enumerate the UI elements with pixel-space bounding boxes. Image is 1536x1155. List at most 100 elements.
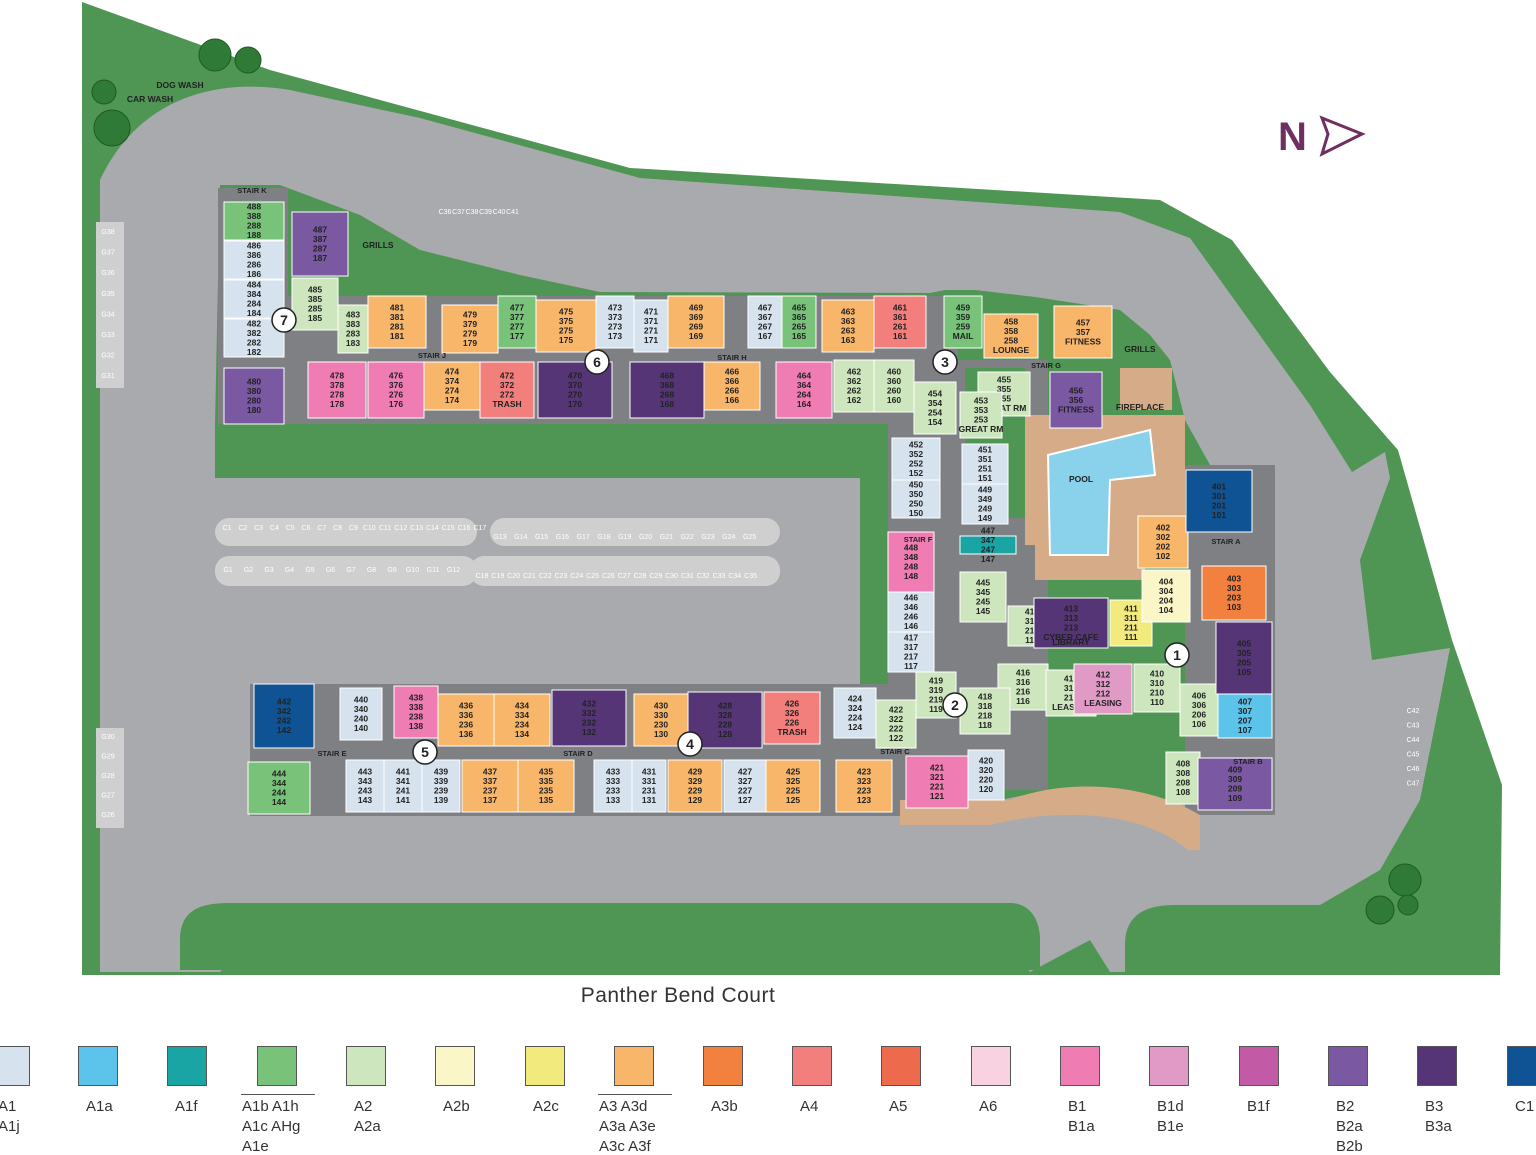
- unit-number: 309: [1228, 774, 1242, 784]
- unit-number: 241: [396, 786, 410, 796]
- unit-number: 177: [510, 331, 524, 341]
- unit-number: 251: [978, 464, 992, 474]
- unit-number: 118: [978, 720, 992, 730]
- unit-number: 454: [928, 389, 942, 399]
- unit-number: 464: [797, 371, 811, 381]
- unit-number: 169: [689, 331, 703, 341]
- unit-number: 463: [841, 307, 855, 317]
- unit-fill: [835, 759, 893, 813]
- unit-number: 167: [758, 331, 772, 341]
- unit-fill: [383, 759, 423, 813]
- unit-number: 476: [389, 371, 403, 381]
- unit-number: 110: [1150, 697, 1164, 707]
- unit-number: 480: [247, 377, 261, 387]
- unit-number: 263: [841, 326, 855, 336]
- parking-space-label: C25: [586, 573, 599, 580]
- unit-fill: [421, 759, 461, 813]
- unit-number: 339: [434, 776, 448, 786]
- parking-space-label: C33: [713, 573, 726, 580]
- unit-number: 346: [904, 602, 918, 612]
- unit-number: 149: [978, 513, 992, 523]
- grass-island-south: [180, 903, 1040, 970]
- unit-fill: [983, 313, 1039, 359]
- median-gb: [490, 518, 780, 546]
- unit-fill: [493, 693, 551, 747]
- building-marker-4: 4: [677, 731, 703, 757]
- parking-space-label: C17: [473, 525, 486, 532]
- unit-fill: [1033, 597, 1109, 649]
- unit-number: 121: [930, 791, 944, 801]
- north-arrow-icon: [1319, 115, 1366, 157]
- stair-c-label: STAIR C: [880, 747, 910, 756]
- unit-fill: [667, 759, 723, 813]
- unit-number: 285: [308, 304, 322, 314]
- marker-circle: [412, 739, 438, 765]
- parking-space-label: G38: [101, 229, 114, 236]
- unit-number: 120: [979, 784, 993, 794]
- amenity-label: GREAT RM: [982, 403, 1027, 413]
- unit-number: 348: [904, 552, 918, 562]
- west-parking-strip-b: [96, 728, 124, 828]
- unit-number: 284: [247, 299, 261, 309]
- unit-number: 152: [909, 468, 923, 478]
- unit-number: 188: [247, 230, 261, 240]
- unit-number: 132: [582, 727, 596, 737]
- parking-space-label: C44: [1407, 737, 1420, 744]
- marker-number: 1: [1173, 647, 1181, 663]
- stair-f-label: STAIR F: [904, 535, 933, 544]
- unit-number: 266: [725, 386, 739, 396]
- unit-fill: [247, 761, 311, 815]
- unit-number: 367: [758, 312, 772, 322]
- unit-number: 102: [1156, 551, 1170, 561]
- unit-number: 243: [358, 786, 372, 796]
- unit-number: 405: [1237, 639, 1251, 649]
- unit-number: 450: [909, 480, 923, 490]
- unit-number: 187: [313, 253, 327, 263]
- unit-number: 477: [510, 303, 524, 313]
- unit-number: 314: [1064, 683, 1078, 693]
- legend-label: A2b: [443, 1098, 470, 1115]
- unit-number: 254: [928, 408, 942, 418]
- unit-number: 414: [1064, 674, 1078, 684]
- building-marker-6: 6: [584, 349, 610, 375]
- unit-number: 473: [608, 303, 622, 313]
- unit-fill: [1201, 565, 1267, 621]
- unit-number: 308: [1176, 768, 1190, 778]
- parking-space-label: G26: [101, 812, 114, 819]
- unit-number: 316: [1016, 677, 1030, 687]
- unit-number: 140: [354, 723, 368, 733]
- unit-number: 306: [1192, 700, 1206, 710]
- unit-fill: [873, 295, 927, 349]
- unit-number: 212: [1096, 689, 1110, 699]
- unit-number: 360: [887, 376, 901, 386]
- unit-fill: [307, 361, 367, 419]
- unit-number: 420: [979, 756, 993, 766]
- unit-number: 355: [997, 384, 1011, 394]
- unit-number: 214: [1064, 693, 1078, 703]
- unit-number: 318: [978, 701, 992, 711]
- unit-number: 343: [358, 776, 372, 786]
- parking-space-label: C46: [1407, 766, 1420, 773]
- unit-number: 426: [785, 699, 799, 709]
- unit-number: 438: [409, 693, 423, 703]
- unit-number: 205: [1237, 658, 1251, 668]
- legend-swatch: [792, 1046, 832, 1086]
- unit-fill: [891, 437, 941, 481]
- parking-space-label: C29: [649, 573, 662, 580]
- stair-g-label: STAIR G: [1031, 361, 1061, 370]
- site-map: 4883882881884863862861864843842841844823…: [82, 2, 1502, 975]
- unit-number: 217: [904, 652, 918, 662]
- unit-number: 410: [1150, 669, 1164, 679]
- unit-number: 271: [644, 326, 658, 336]
